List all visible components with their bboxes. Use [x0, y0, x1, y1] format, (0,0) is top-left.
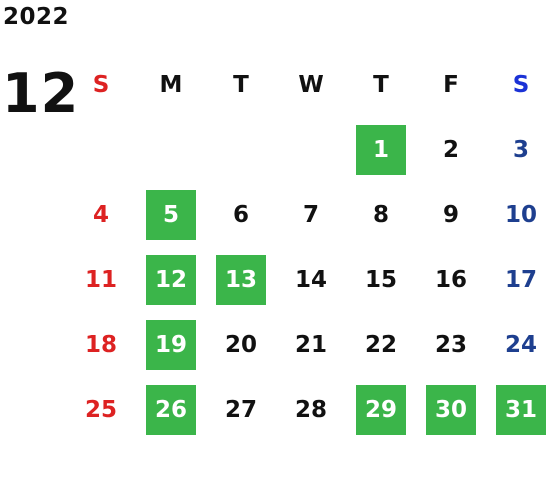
- day-number-highlighted: 12: [146, 254, 196, 305]
- day-cell: 2: [416, 117, 486, 182]
- day-cell: 28: [276, 377, 346, 442]
- weekday-header-fri: F: [443, 71, 459, 98]
- day-number: 28: [294, 396, 327, 423]
- day-cell: [66, 117, 136, 182]
- day-number: 7: [302, 201, 319, 228]
- day-cell: 23: [416, 312, 486, 377]
- day-number: [146, 125, 196, 175]
- day-number-highlighted: 29: [356, 384, 406, 435]
- weekday-header-sun: S: [92, 71, 110, 98]
- day-number: 15: [364, 266, 397, 293]
- day-cell: 11: [66, 247, 136, 312]
- day-number: [286, 125, 336, 175]
- day-cell: 17: [486, 247, 548, 312]
- day-cell: 18: [66, 312, 136, 377]
- weekday-header-sat: S: [512, 71, 530, 98]
- day-number-highlighted: 1: [356, 124, 406, 175]
- day-number: 3: [512, 136, 529, 163]
- day-number: 17: [504, 266, 537, 293]
- day-cell: 10: [486, 182, 548, 247]
- day-cell: 29: [346, 377, 416, 442]
- day-cell: 8: [346, 182, 416, 247]
- day-cell: 30: [416, 377, 486, 442]
- day-number: [76, 125, 126, 175]
- day-cell: 7: [276, 182, 346, 247]
- day-number-highlighted: 31: [496, 384, 546, 435]
- day-number-highlighted: 13: [216, 254, 266, 305]
- day-cell: 25: [66, 377, 136, 442]
- day-cell: 12: [136, 247, 206, 312]
- day-cell: [206, 117, 276, 182]
- day-cell: 22: [346, 312, 416, 377]
- day-number: 10: [504, 201, 537, 228]
- day-number: 22: [364, 331, 397, 358]
- day-number: 21: [294, 331, 327, 358]
- day-number: 9: [442, 201, 459, 228]
- weekday-header-mon: M: [159, 71, 183, 98]
- weekday-header-thu: T: [373, 71, 389, 98]
- day-cell: 15: [346, 247, 416, 312]
- day-number-highlighted: 19: [146, 319, 196, 370]
- day-cell: 3: [486, 117, 548, 182]
- day-cell: 24: [486, 312, 548, 377]
- day-number: 25: [84, 396, 117, 423]
- year-label: 2022: [3, 4, 70, 30]
- day-number: 8: [372, 201, 389, 228]
- day-cell: 5: [136, 182, 206, 247]
- day-number-highlighted: 5: [146, 189, 196, 240]
- day-cell: 21: [276, 312, 346, 377]
- day-cell: [276, 117, 346, 182]
- month-label: 12: [2, 62, 80, 125]
- day-number: 23: [434, 331, 467, 358]
- day-number: 24: [504, 331, 537, 358]
- day-cell: 20: [206, 312, 276, 377]
- day-cell: 31: [486, 377, 548, 442]
- day-number: 18: [84, 331, 117, 358]
- day-number: 14: [294, 266, 327, 293]
- day-cell: 9: [416, 182, 486, 247]
- calendar-grid: S M T W T F S 1 2 3 4 5 6 7 8 9 10 11 12…: [66, 52, 548, 442]
- day-cell: 1: [346, 117, 416, 182]
- day-number: 2: [442, 136, 459, 163]
- day-cell: 16: [416, 247, 486, 312]
- day-cell: 19: [136, 312, 206, 377]
- day-cell: 14: [276, 247, 346, 312]
- weekday-header-wed: W: [298, 71, 324, 98]
- day-cell: 4: [66, 182, 136, 247]
- day-number: 11: [84, 266, 117, 293]
- day-cell: 26: [136, 377, 206, 442]
- day-number: 6: [232, 201, 249, 228]
- day-number: 20: [224, 331, 257, 358]
- day-cell: 6: [206, 182, 276, 247]
- day-cell: 13: [206, 247, 276, 312]
- weekday-header-tue: T: [233, 71, 249, 98]
- day-number: 16: [434, 266, 467, 293]
- day-number-highlighted: 26: [146, 384, 196, 435]
- day-number: 27: [224, 396, 257, 423]
- day-number: 4: [92, 201, 109, 228]
- day-cell: 27: [206, 377, 276, 442]
- day-number: [216, 125, 266, 175]
- day-cell: [136, 117, 206, 182]
- day-number-highlighted: 30: [426, 384, 476, 435]
